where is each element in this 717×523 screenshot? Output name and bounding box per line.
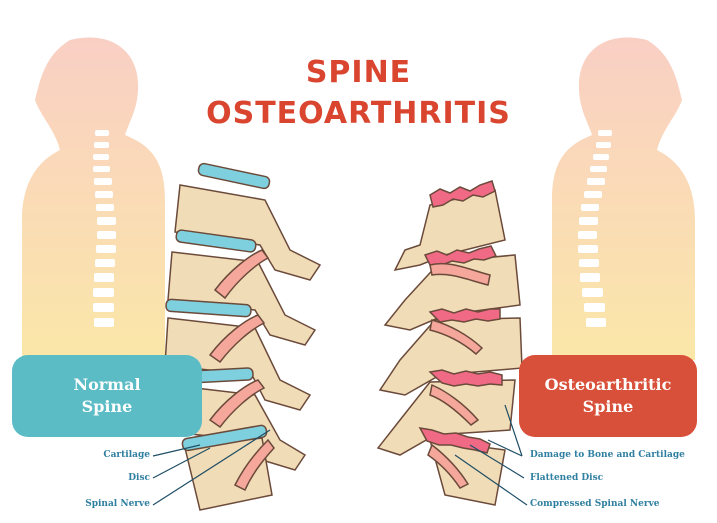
osteo-label-line-1: Osteoarthritic (544, 374, 672, 394)
title-line-1: SPINE (305, 55, 412, 90)
callout-compressed-nerve: Compressed Spinal Nerve (530, 499, 660, 509)
callout-cartilage: Cartilage (103, 450, 150, 460)
callout-spinal-nerve: Spinal Nerve (85, 499, 150, 509)
callout-disc: Disc (128, 473, 150, 483)
normal-label-line-2: Spine (81, 397, 133, 416)
osteo-silhouette (552, 37, 695, 360)
normal-spine (164, 162, 322, 511)
osteo-label-line-2: Spine (582, 397, 634, 416)
title-line-2: OSTEOARTHRITIS (206, 96, 511, 131)
normal-label-line-1: Normal (73, 374, 141, 394)
leader-lines (152, 404, 528, 506)
normal-silhouette (22, 37, 165, 360)
callout-flattened-disc: Flattened Disc (530, 473, 604, 483)
osteoarthritic-spine (376, 180, 523, 506)
callout-damage-bone-cartilage: Damage to Bone and Cartilage (530, 450, 685, 460)
